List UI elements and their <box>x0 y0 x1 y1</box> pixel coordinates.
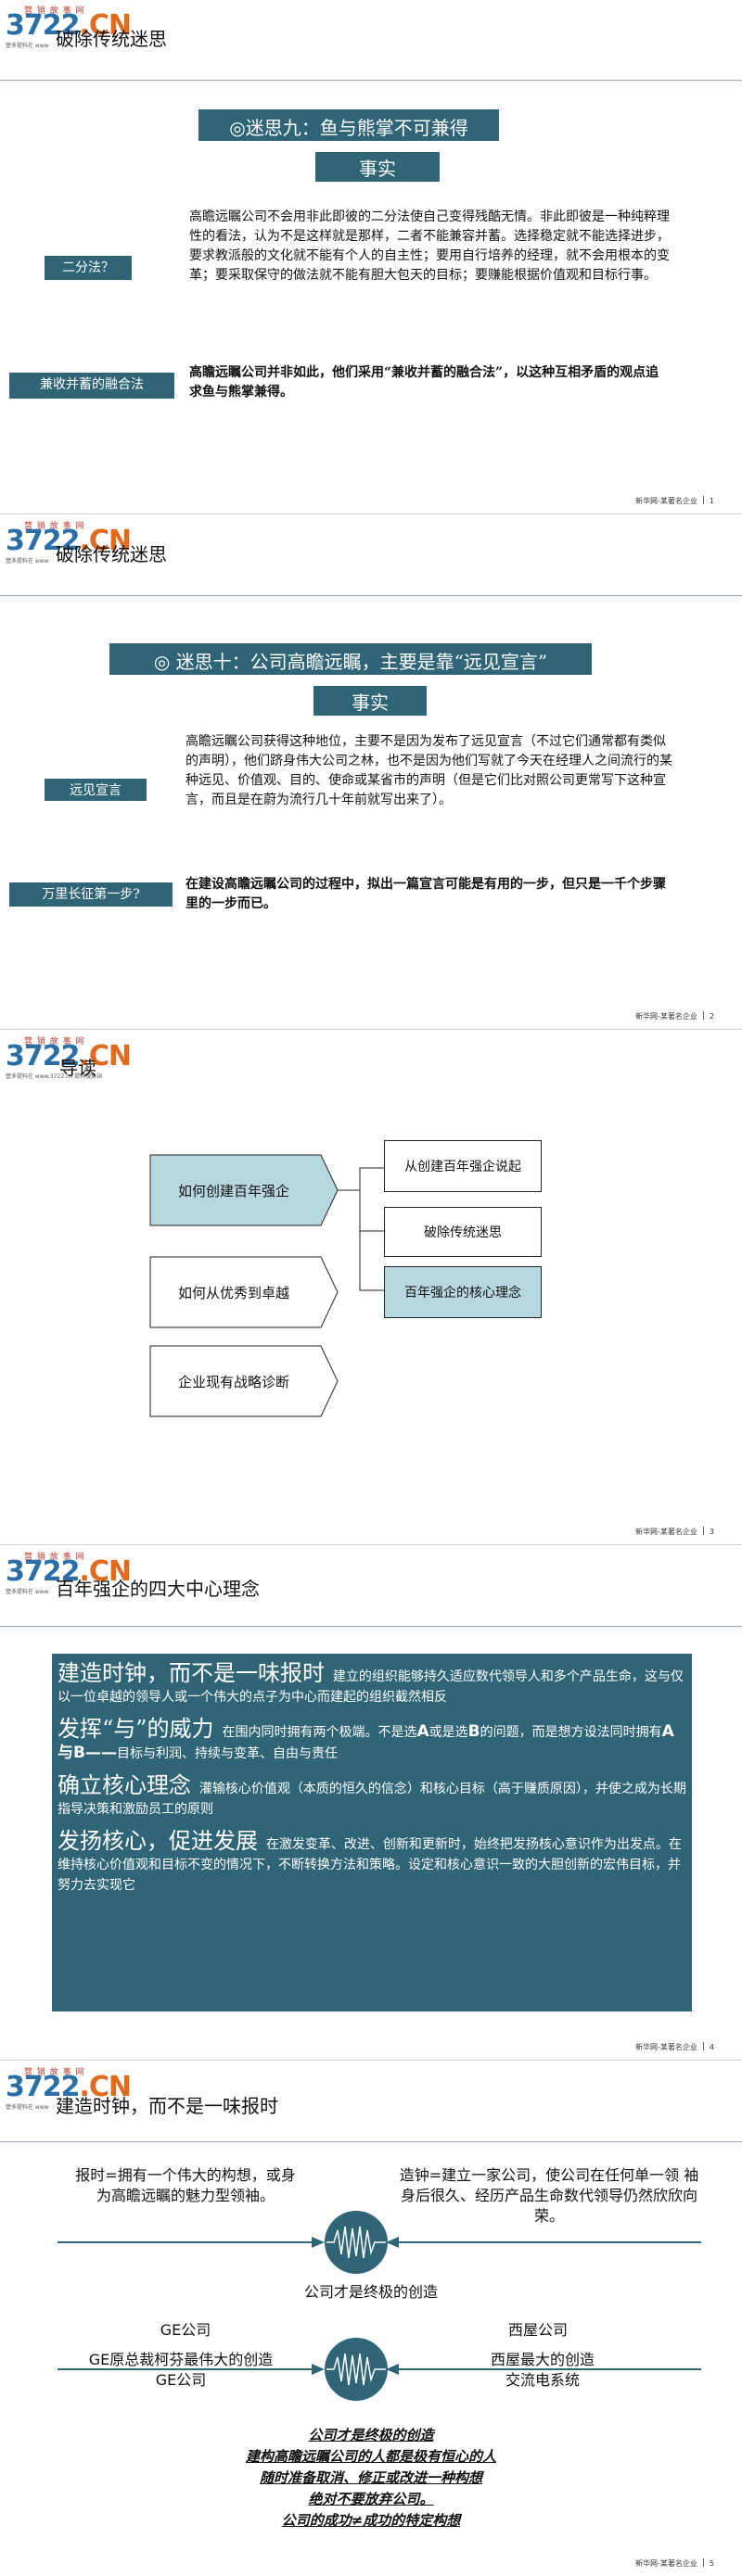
westinghouse-desc: 西屋最大的创造 <box>490 2351 595 2368</box>
label-first-step: 万里长征第一步? <box>9 882 173 907</box>
list-item: 建构高瞻远瞩公司的人都是极有恒心的人 <box>245 2448 496 2465</box>
slide-title: 建造时钟，而不是一味报时 <box>56 2095 278 2117</box>
logo-sub: 營多提料在 www <box>6 558 49 565</box>
text-building-clock: 造钟=建立一家公司，使公司在任何单一领 袖身后很久、经历产品生命数代领导仍然欣欣… <box>399 2166 699 2225</box>
list-item: 公司才是终极的创造 <box>308 2427 434 2443</box>
flow-diagram <box>149 1154 384 1417</box>
logo: 营 销 故 事 网 3722.CN 營多提料在 www <box>6 2063 132 2119</box>
text-dichotomy: 高瞻远瞩公司不会用非此即彼的二分法使自己变得残酷无情。非此即彼是一种纯粹理性的看… <box>189 209 670 283</box>
main-item-1[interactable]: 如何创建百年强企 <box>177 1182 289 1199</box>
page-number: 2 <box>709 1012 714 1021</box>
principles-panel: 建造时钟，而不是一味报时 建立的组织能够持久适应数代领导人和多个产品生命，这与仅… <box>52 1654 692 2011</box>
logo-cn: 营 销 故 事 网 <box>24 6 85 16</box>
sub-item-1[interactable]: 从创建百年强企说起 <box>384 1140 542 1192</box>
logo-sub: 營多提料在 www <box>6 1589 49 1595</box>
westinghouse-desc-2: 交流电系统 <box>505 2371 580 2389</box>
logo-number: 3722.CN <box>6 1555 132 1588</box>
clock-diagram <box>58 2211 701 2401</box>
ge-desc: GE原总裁柯芬最伟大的创造 <box>88 2351 274 2368</box>
title-rule <box>0 595 742 606</box>
arrow-shape-main1 <box>149 1154 339 1226</box>
logo-cn: 营 销 故 事 网 <box>24 522 85 531</box>
logo: 营 销 故 事 网 3722.CN 營多提料在 www.3722.cn 提料搜集… <box>6 1033 132 1088</box>
principle-2: 发挥“与”的威力 在围内同时拥有两个极端。不是选A或是选B的问题，而是想方设法同… <box>58 1716 674 1762</box>
myth-header: ◎ 迷思十：公司高瞻远瞩，主要是靠“远见宣言” <box>109 643 592 675</box>
page-number: 3 <box>709 1528 714 1536</box>
text-vision: 高瞻远瞩公司获得这种地位，主要不是因为发布了远见宣言（不过它们通常都有类似的声明… <box>186 734 672 807</box>
arrow-shape-main2 <box>149 1256 339 1328</box>
logo-sub: 營多提料在 www.3722.cn 提料搜集站 <box>6 1073 103 1080</box>
list-item: 绝对不要放弃公司。 <box>308 2491 434 2507</box>
list-item: 公司的成功≠成功的特定构想 <box>281 2512 461 2529</box>
principle-3: 确立核心理念 灌输核心价值观（本质的恒久的信念）和核心目标（高于赚质原因），并使… <box>58 1772 686 1817</box>
pulse-icon <box>326 2226 386 2259</box>
label-fusion: 兼收并蓄的融合法 <box>9 373 174 399</box>
label-vision: 远见宣言 <box>45 779 147 801</box>
pulse-icon <box>325 2338 388 2401</box>
page-number: 5 <box>709 2559 714 2568</box>
logo-cn: 营 销 故 事 网 <box>24 2068 85 2077</box>
logo: 营 销 故 事 网 3722.CN 營多提料在 www <box>6 517 132 573</box>
logo-number: 3722.CN <box>6 525 132 557</box>
slide-1: 营 销 故 事 网 3722.CN 營多提料在 www 破除传统迷思 ◎迷思九：… <box>0 0 742 514</box>
logo-cn: 营 销 故 事 网 <box>24 1037 85 1047</box>
principle-4: 发扬核心，促进发展 在激发变革、改进、创新和更新时，始终把发扬核心意识作为出发点… <box>58 1828 682 1893</box>
main-item-2[interactable]: 如何从优秀到卓越 <box>177 1284 289 1301</box>
principle-1: 建造时钟，而不是一味报时 建立的组织能够持久适应数代领导人和多个产品生命，这与仅… <box>58 1660 684 1705</box>
title-rule <box>0 80 742 91</box>
connector-line <box>359 1190 384 1232</box>
slide-2: 营 销 故 事 网 3722.CN 營多提料在 www 破除传统迷思 ◎ 迷思十… <box>0 515 742 1030</box>
main-item-3[interactable]: 企业现有战略诊断 <box>177 1373 289 1390</box>
logo-number: 3722.CN <box>6 1040 132 1072</box>
logo-sub: 營多提料在 www <box>6 43 49 49</box>
slide-4: 营 销 故 事 网 3722.CN 營多提料在 www 百年强企的四大中心理念 … <box>0 1546 742 2061</box>
text-fusion: 高瞻远瞩公司并非如此，他们采用“兼收并蓄的融合法”，以这种互相矛盾的观点追求鱼与… <box>189 365 659 400</box>
logo: 营 销 故 事 网 3722.CN 營多提料在 www <box>6 2 132 57</box>
logo-number: 3722.CN <box>6 2071 132 2103</box>
label-dichotomy: 二分法？ <box>45 256 132 280</box>
list-item: 随时准备取消、修正或改进一种构想 <box>259 2469 482 2486</box>
text-telling-time: 报时=拥有一个伟大的构想，或身为高瞻远瞩的魅力型领袖。 <box>75 2166 296 2204</box>
slide-5: 营 销 故 事 网 3722.CN 營多提料在 www 建造时钟，而不是一味报时… <box>0 2062 742 2576</box>
connector-line <box>338 1167 384 1191</box>
sub-item-2[interactable]: 破除传统迷思 <box>384 1207 542 1257</box>
page-number: 1 <box>709 497 714 505</box>
westinghouse-label: 西屋公司 <box>507 2321 568 2339</box>
arrow-shape-main3 <box>149 1345 339 1417</box>
slide-title: 导读 <box>59 1057 96 1079</box>
fact-label: 事实 <box>313 686 427 716</box>
page-number: 4 <box>709 2043 714 2051</box>
fact-label: 事实 <box>315 152 440 182</box>
myth-header: ◎迷思九：鱼与熊掌不可兼得 <box>198 109 499 141</box>
ge-desc-2: GE公司 <box>155 2371 207 2389</box>
sub-item-3[interactable]: 百年强企的核心理念 <box>384 1266 542 1318</box>
slide-title: 破除传统迷思 <box>56 543 167 565</box>
ge-label: GE公司 <box>160 2321 211 2339</box>
slide-title: 百年强企的四大中心理念 <box>56 1578 260 1600</box>
pulse-icon <box>326 2353 386 2386</box>
logo-sub: 營多提料在 www <box>6 2104 49 2111</box>
connector-line <box>359 1231 384 1291</box>
slide-title: 破除传统迷思 <box>56 28 167 50</box>
title-rule <box>0 2141 742 2152</box>
logo-cn: 营 销 故 事 网 <box>24 1553 85 1562</box>
logo: 营 销 故 事 网 3722.CN 營多提料在 www <box>6 1548 132 1604</box>
slide-3: 营 销 故 事 网 3722.CN 營多提料在 www.3722.cn 提料搜集… <box>0 1031 742 1545</box>
logo-number: 3722.CN <box>6 9 132 42</box>
principles-list: 公司才是终极的创造 建构高瞻远瞩公司的人都是极有恒心的人 随时准备取消、修正或改… <box>139 2425 603 2532</box>
pulse-icon <box>325 2211 388 2274</box>
title-rule <box>0 1626 742 1637</box>
text-company-ultimate: 公司才是终极的创造 <box>303 2283 438 2301</box>
text-first-step: 在建设高瞻远瞩公司的过程中，拟出一篇宣言可能是有用的一步，但只是一千个步骤里的一… <box>186 877 666 911</box>
